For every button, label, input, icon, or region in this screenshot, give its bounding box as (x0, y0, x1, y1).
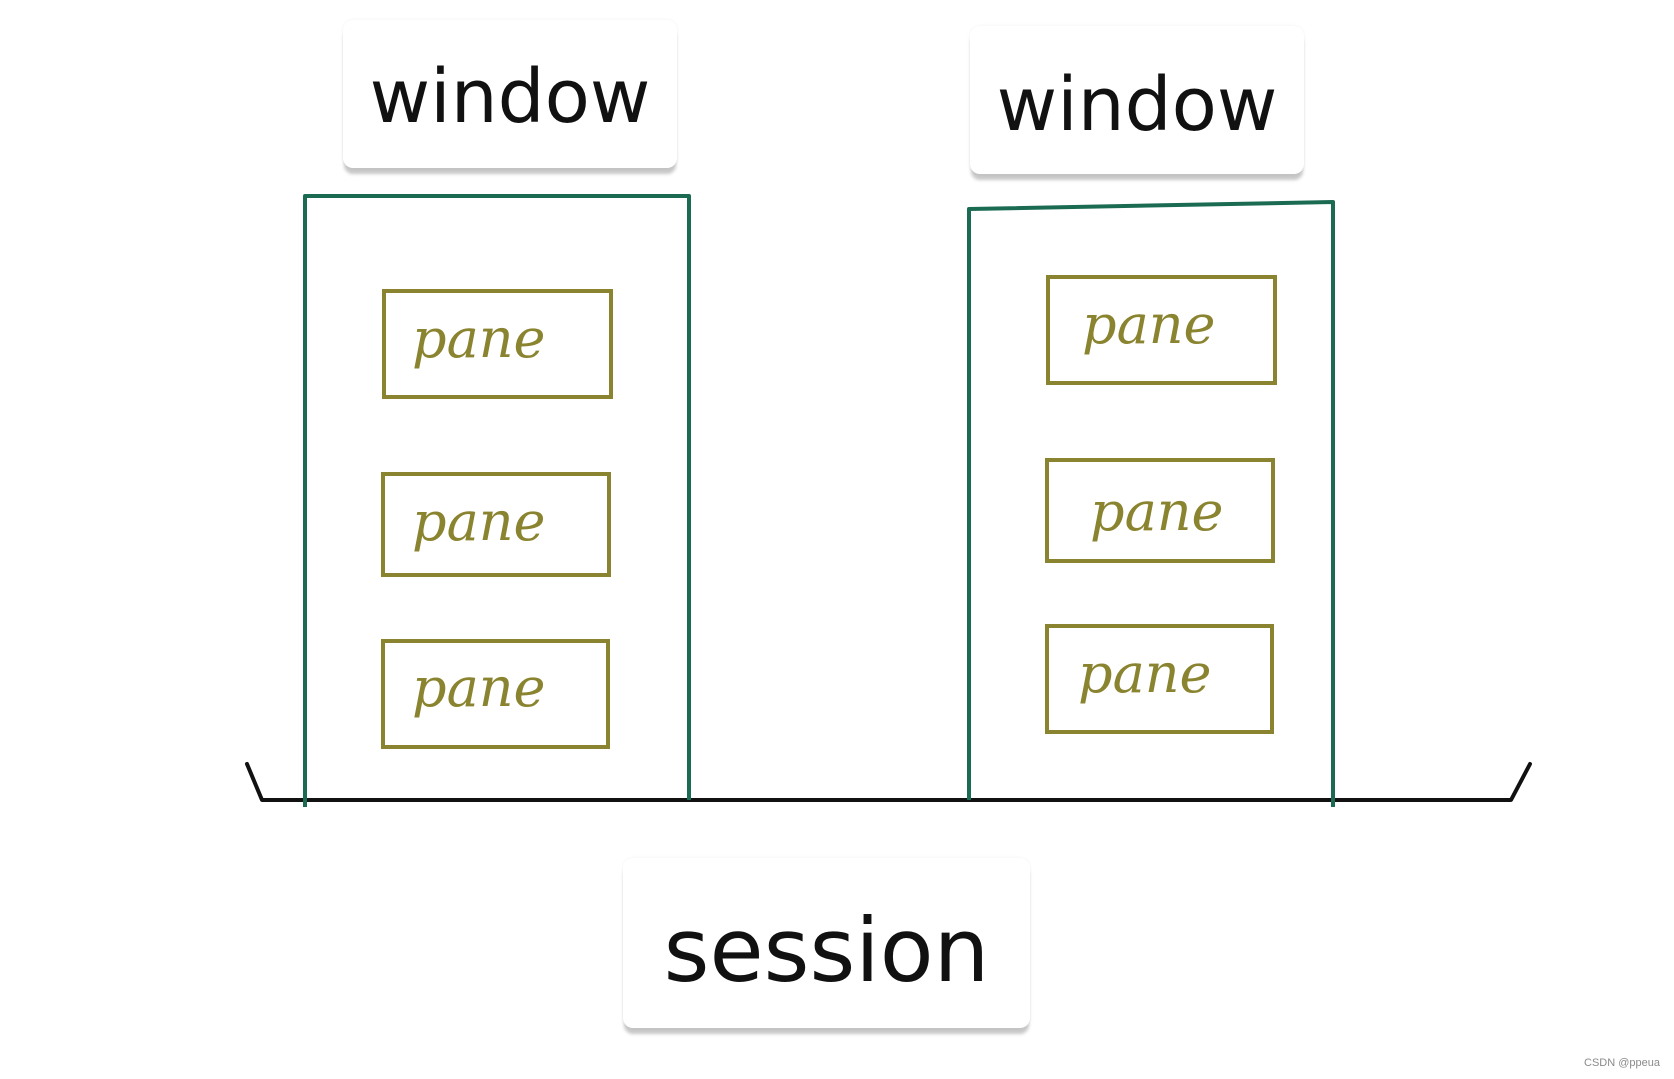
window-2-pane-3: pane (1045, 624, 1274, 734)
window-label-2: window (970, 26, 1304, 174)
pane-label: pane (1090, 480, 1224, 543)
pane-label: pane (412, 656, 546, 719)
window-1-pane-1: pane (382, 289, 613, 399)
pane-label: pane (412, 490, 546, 553)
window-container-2 (967, 200, 1335, 807)
window-1-pane-2: pane (381, 472, 611, 577)
pane-label: pane (412, 307, 546, 370)
pane-label: pane (1082, 293, 1216, 356)
window-label-1: window (343, 20, 677, 168)
session-bracket (245, 762, 1532, 802)
window-container-1 (303, 194, 691, 807)
pane-label: pane (1078, 642, 1212, 705)
window-1-pane-3: pane (381, 639, 610, 749)
session-label: session (623, 858, 1030, 1028)
watermark-credit: CSDN @ppeua (1584, 1057, 1660, 1069)
window-2-pane-2: pane (1045, 458, 1275, 563)
window-2-pane-1: pane (1046, 275, 1277, 385)
